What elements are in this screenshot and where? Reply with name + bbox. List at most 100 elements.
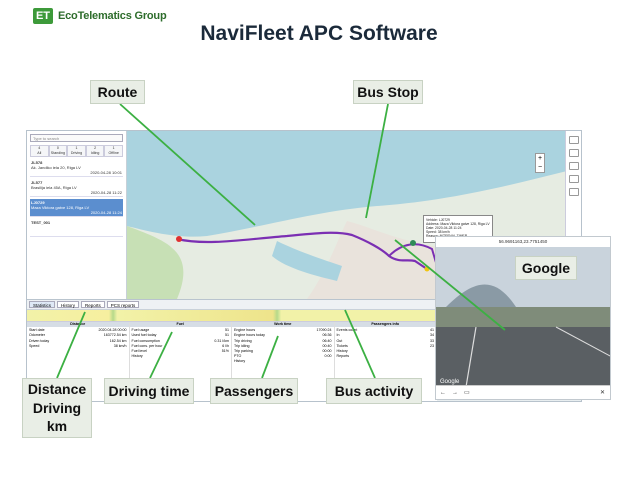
history-link[interactable]: History — [336, 349, 348, 354]
tab-reports[interactable]: Reports — [81, 301, 105, 308]
stat-label: Fuel level — [131, 349, 147, 354]
reports-link[interactable]: Reports — [336, 354, 350, 359]
sea-shape — [127, 131, 567, 237]
stat-value: 23 — [430, 343, 434, 348]
stat-value: 163772.54 km — [103, 333, 127, 338]
vehicle-name: LJ0729 — [31, 200, 45, 205]
vehicle-name: JL578 — [31, 160, 43, 165]
stat-row[interactable]: Reports — [337, 354, 435, 359]
stat-value: 06:36 — [322, 333, 332, 338]
stat-value: 51 — [225, 328, 229, 333]
bus-stop-marker[interactable] — [410, 240, 416, 246]
stat-label: Used fuel today — [131, 333, 157, 338]
stat-value: 51 — [225, 333, 229, 338]
tab-label: All — [37, 151, 42, 155]
tab-pcs-reports[interactable]: PCS reports — [106, 301, 140, 308]
tab-count: 4 — [38, 146, 41, 150]
lane-line — [465, 326, 477, 388]
stat-value: 51% — [221, 349, 229, 354]
layers-icon[interactable] — [569, 136, 579, 144]
tab-count: 0 — [56, 146, 59, 150]
back-arrow-icon[interactable]: ← — [440, 389, 446, 396]
expand-icon[interactable]: ▭ — [464, 390, 470, 396]
forward-arrow-icon[interactable]: → — [452, 389, 458, 396]
stat-value: 2020.04.28 00:00 — [98, 328, 127, 333]
print-icon[interactable] — [569, 188, 579, 196]
stat-row[interactable]: History — [132, 354, 230, 359]
vehicle-time: 2020-04-28 10:01 — [90, 170, 122, 175]
stat-row: Tickets 23 — [337, 344, 435, 349]
stat-label: Tickets — [336, 343, 348, 348]
activity-timeline[interactable] — [27, 310, 437, 322]
stat-value: 162.54 km — [109, 338, 127, 343]
tab-label: Standing — [50, 151, 65, 155]
tab-history[interactable]: History — [57, 301, 80, 308]
bus-stop-callout: Bus Stop — [353, 80, 423, 104]
stat-label: Driven today — [29, 338, 50, 343]
stat-row[interactable]: History — [337, 349, 435, 354]
tab-label: Idling — [90, 151, 100, 155]
forest-shape — [127, 226, 184, 299]
stat-label: Speed — [29, 343, 40, 348]
route-callout: Route — [90, 80, 145, 104]
stat-row: In 34 — [337, 333, 435, 338]
vehicle-item[interactable]: JL578 Ak. Jandiko iela 20, Riga LV 2020-… — [30, 159, 123, 177]
stat-label: Events count — [336, 328, 358, 333]
stat-row[interactable]: History — [234, 359, 332, 364]
settings-icon[interactable] — [569, 162, 579, 170]
passengers-callout: Passengers — [210, 378, 298, 404]
stat-value: 34 — [430, 333, 434, 338]
stat-value: 6 l/h — [222, 343, 229, 348]
vehicle-address: Maza Viktora gatve 128, Riga LV — [31, 205, 90, 210]
driving-time-callout: Driving time — [104, 378, 194, 404]
stat-value: 38 km/h — [113, 343, 127, 348]
vehicle-item[interactable]: JL577 Brasilija iela 45A, Riga LV 2020-0… — [30, 179, 123, 197]
stat-row: Driven today 162.54 km — [29, 339, 127, 344]
history-link[interactable]: History — [234, 359, 246, 364]
stat-value: 00:40 — [322, 343, 332, 348]
close-icon[interactable]: ✕ — [599, 390, 605, 396]
stat-label: In — [336, 333, 340, 338]
tab-label: Driving — [70, 151, 83, 155]
page-title: NaviFleet APC Software — [200, 22, 438, 45]
vehicle-item[interactable]: TEST_001 — [30, 219, 123, 237]
vehicle-time: 2020-04-28 11:22 — [90, 190, 122, 195]
tab-count: 1 — [75, 146, 78, 150]
vehicle-item-selected[interactable]: LJ0729 Maza Viktora gatve 128, Riga LV 2… — [30, 199, 123, 217]
vehicle-time: 2020-04-28 11:24 — [90, 210, 122, 215]
logo-text: EcoTelematics Group — [58, 10, 167, 22]
column-header: Distance — [27, 322, 129, 328]
tab-statistics[interactable]: Statistics — [29, 301, 56, 308]
stat-value: 0.31 l/km — [214, 338, 229, 343]
filter-icon[interactable] — [569, 175, 579, 183]
column-header: Fuel — [129, 322, 231, 328]
route-start-marker[interactable] — [176, 236, 182, 242]
search-input[interactable]: Type to search — [30, 134, 123, 142]
popup-speed: Speed: 38 km/h — [426, 230, 450, 234]
location-icon[interactable] — [569, 149, 579, 157]
vehicle-address: Ak. Jandiko iela 20, Riga LV — [31, 165, 81, 170]
history-link[interactable]: History — [131, 354, 143, 359]
vehicle-marker[interactable] — [424, 266, 430, 272]
street-view-coords: 56.9691163,23.7751450 — [436, 237, 610, 247]
zoom-control[interactable]: +− — [535, 153, 545, 173]
stat-label: PTO — [234, 354, 242, 359]
